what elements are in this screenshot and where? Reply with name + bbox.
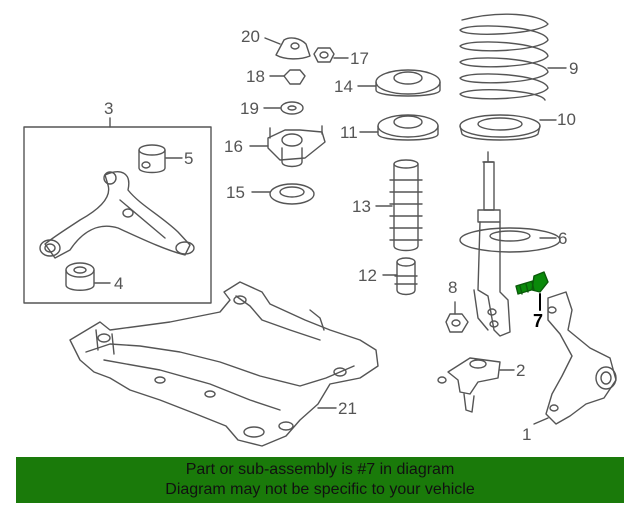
lower-arm-group-box [23,126,212,304]
callout-20: 20 [241,27,260,46]
bearing-15 [251,183,315,205]
banner-line-disclaimer: Diagram may not be specific to your vehi… [165,481,475,498]
spring-seat-10 [459,114,557,141]
diagram-drawing [23,13,617,447]
dust-boot-13 [375,159,423,252]
callout-18: 18 [246,67,265,86]
insulator-11 [359,114,439,141]
callout-3: 3 [104,99,114,118]
banner-line-part: Part or sub-assembly is #7 in diagram [185,461,455,478]
callout-2: 2 [516,361,526,380]
callout-1: 1 [522,425,532,444]
coil-spring-9 [459,13,567,101]
nut-17 [313,47,349,63]
callout-15: 15 [226,183,245,202]
nut-8 [445,301,469,333]
callout-21: 21 [338,399,357,418]
callout-8: 8 [448,278,458,297]
ball-joint-2 [437,357,515,413]
bolt-7-highlighted [515,271,549,311]
lower-control-arm [39,171,195,259]
knuckle-1 [533,291,617,425]
callout-7: 7 [533,311,544,331]
callout-6: 6 [558,229,568,248]
bump-stop-12 [382,257,418,296]
washer-19 [263,101,304,115]
strut-6 [459,151,561,337]
callout-10: 10 [557,110,576,129]
subframe-21 [69,281,379,447]
callout-5: 5 [184,149,194,168]
info-banner: Part or sub-assembly is #7 in diagram Di… [16,457,624,503]
callout-9: 9 [569,59,579,78]
callout-17: 17 [350,49,369,68]
callout-11: 11 [340,123,358,142]
bushing-4 [65,262,111,291]
callout-13: 13 [352,197,371,216]
part-20 [264,37,311,60]
nut-18 [269,69,306,85]
bushing-5 [138,144,183,174]
strut-mount-16 [249,125,326,168]
callout-19: 19 [240,99,259,118]
callout-12: 12 [358,266,377,285]
callout-14: 14 [334,77,353,96]
callout-16: 16 [224,137,243,156]
spring-seat-14 [357,69,441,97]
callout-4: 4 [114,274,124,293]
parts-diagram [23,13,617,447]
